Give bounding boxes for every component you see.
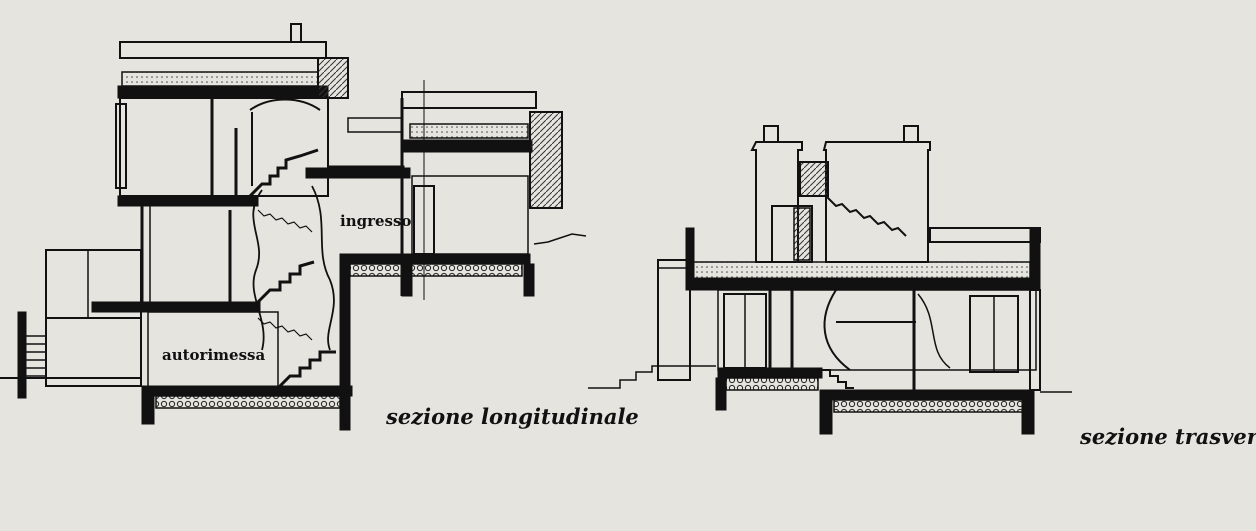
terrace-wall-left — [657, 259, 691, 381]
foundation-left — [725, 377, 819, 391]
footing-mid — [819, 389, 833, 435]
tower-stair-shaft — [799, 161, 829, 197]
tower-right — [822, 141, 931, 263]
garden-steps — [26, 335, 46, 377]
entrance-slab — [339, 253, 531, 265]
roof-chimney — [290, 23, 302, 43]
garage-foundation — [155, 395, 341, 409]
entrance-stair-shaft — [529, 111, 563, 209]
entry-steps — [820, 369, 854, 389]
curved-curtain — [917, 293, 951, 369]
garage-floor — [141, 385, 353, 397]
roof-stair-shaft — [317, 57, 349, 99]
middle-slab — [117, 195, 259, 207]
garage-wall-right — [339, 261, 351, 431]
entrance-roof-parapet — [401, 91, 537, 109]
upper-floor-outline — [119, 97, 329, 197]
stair-middle — [256, 260, 315, 304]
stair-middle-treads — [257, 209, 313, 341]
floor-left — [717, 367, 823, 379]
stair-upper — [248, 148, 319, 198]
annex-roof — [929, 227, 1041, 243]
caption-transverse: sezione trasversa — [1079, 424, 1256, 449]
entrance-footing-right — [523, 263, 535, 297]
floor-right — [819, 389, 1035, 401]
bridge-slab — [327, 165, 405, 175]
bridge-rail — [347, 117, 403, 133]
ground-floor-room — [717, 289, 1037, 371]
garage-footing-left — [141, 395, 155, 425]
stair-lower — [276, 350, 336, 390]
footing-left — [715, 377, 727, 411]
roof-slab-insulation — [121, 71, 319, 87]
chimney-right — [903, 125, 919, 143]
upper-window — [115, 103, 127, 189]
garden-wall — [17, 311, 27, 399]
footing-right — [1021, 399, 1035, 435]
roof-slab — [117, 85, 329, 99]
tower-door-panel — [793, 207, 811, 261]
upper-curved-wall — [249, 98, 321, 111]
transverse-section — [588, 125, 1072, 435]
right-wall — [1029, 289, 1041, 391]
entrance-footing-left — [401, 263, 413, 297]
entrance-roof-insulation — [409, 123, 529, 139]
chimney-left — [763, 125, 779, 143]
roof-parapet — [119, 41, 327, 59]
curved-hall-wall — [823, 289, 851, 371]
label-ingresso: ingresso — [340, 212, 411, 230]
main-roof-slab — [687, 277, 1041, 291]
caption-longitudinal: sezione longitudinale — [385, 404, 639, 429]
tower-stair — [825, 195, 907, 237]
main-roof-insulation — [691, 261, 1031, 281]
entrance-room — [411, 175, 529, 255]
entrance-foundation — [349, 263, 523, 277]
middle-slab-lower — [91, 301, 261, 313]
stair-curved-wall — [252, 189, 265, 351]
ground-line-entrance — [533, 233, 587, 245]
entrance-roof-slab — [403, 139, 533, 153]
label-autorimessa: autorimessa — [162, 346, 265, 364]
longitudinal-section: ingresso autorimessa — [0, 23, 587, 431]
ground-line-transverse-left — [588, 365, 716, 389]
foundation-right — [833, 399, 1025, 413]
